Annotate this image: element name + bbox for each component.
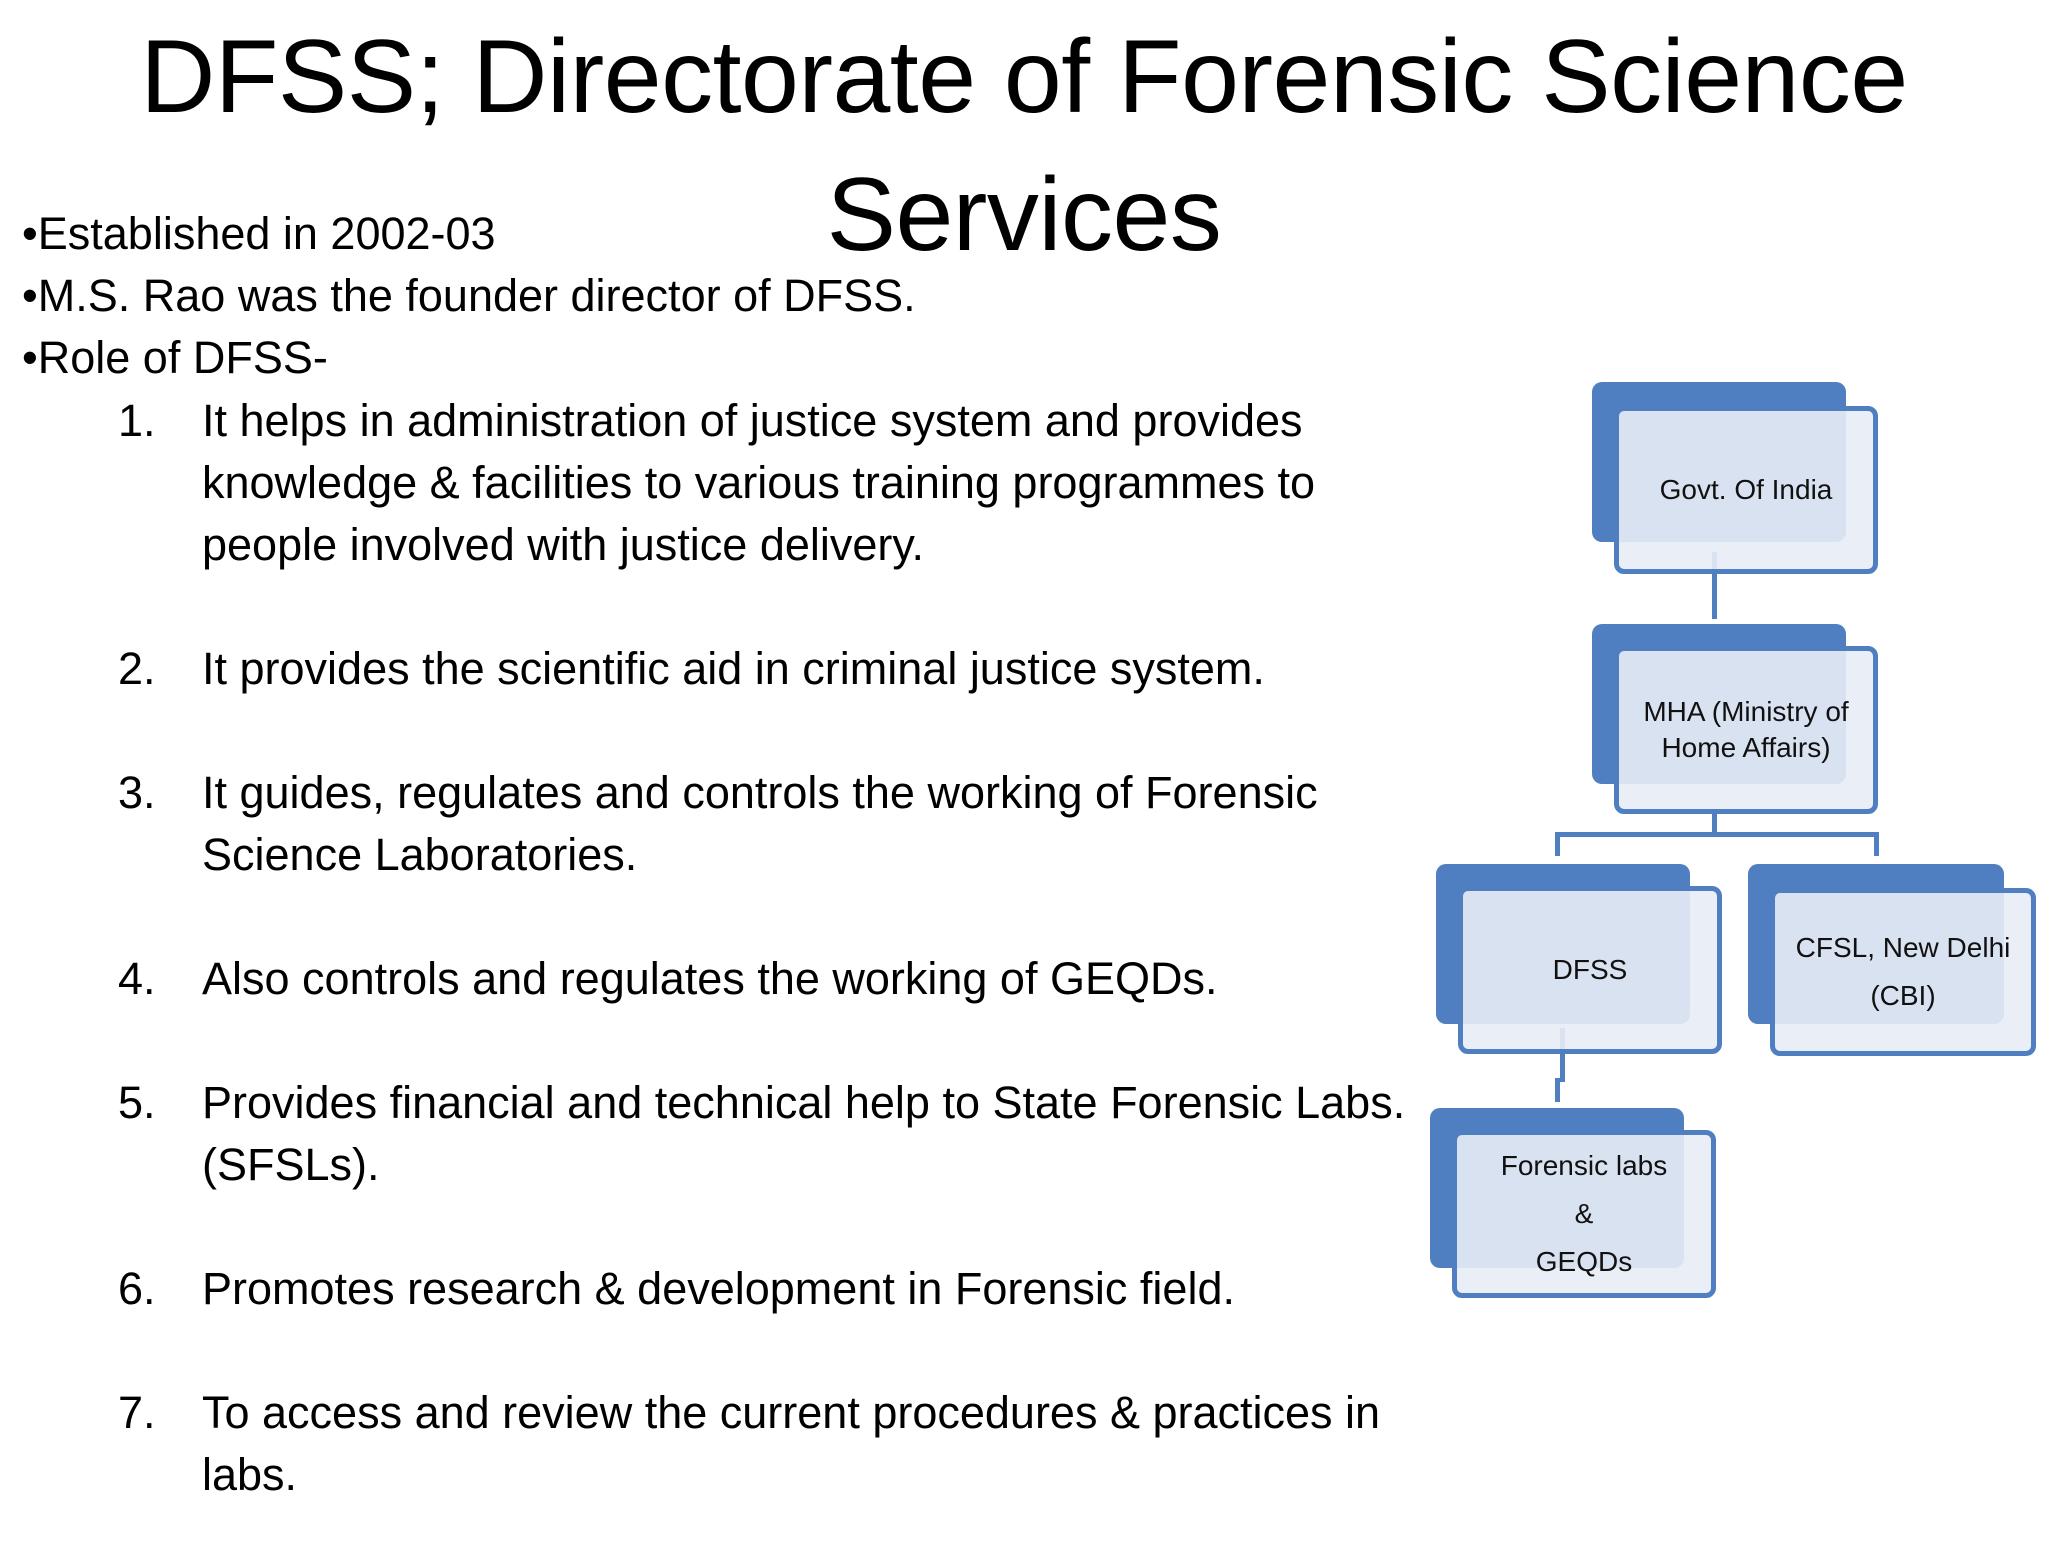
connector-govt-mha [1712,552,1717,619]
role-number: 4. [118,953,156,1004]
slide-title: DFSS; Directorate of Forensic Science Se… [140,19,1908,273]
role-item-1: 1. It helps in administration of justice … [118,390,1448,576]
role-item-3: 3. It guides, regulates and controls the … [118,762,1448,886]
role-number: 5. [118,1077,156,1128]
org-node-label: Forensic labs [1500,1150,1668,1181]
intro-bullets: •Established in 2002-03 •M.S. Rao was th… [22,203,1122,389]
role-number: 6. [118,1263,156,1314]
org-node-label: DFSS [1552,954,1628,985]
org-node-govt: Govt. Of India [1614,406,1878,574]
org-node-dfss: DFSS [1458,886,1722,1054]
bullet-established: •Established in 2002-03 [22,208,496,259]
connector-mha-down [1712,810,1717,832]
connector-horizontal [1555,832,1879,837]
org-node-label: GEQDs [1535,1246,1633,1277]
role-item-4: 4. Also controls and regulates the workin… [118,948,1448,1010]
role-item-5: 5. Provides financial and technical help … [118,1072,1448,1196]
org-node-label: Home Affairs) [1661,732,1831,763]
bullet-founder: •M.S. Rao was the founder director of DF… [22,270,916,321]
connector-to-cfsl [1874,832,1879,856]
role-number: 7. [118,1387,156,1438]
org-node-labs: Forensic labs & GEQDs [1452,1130,1716,1298]
role-item-2: 2. It provides the scientific aid in crim… [118,638,1448,700]
bullet-role: •Role of DFSS- [22,332,328,383]
role-text: To access and review the current procedu… [202,1387,1381,1500]
org-node-label: Govt. Of India [1659,474,1833,505]
role-number: 2. [118,643,156,694]
role-text: It guides, regulates and controls the wo… [202,767,1318,880]
connector-dfss-labs-lower [1555,1078,1560,1102]
role-text: Provides financial and technical help to… [202,1077,1406,1190]
org-node-label: & [1574,1198,1594,1229]
role-item-6: 6. Promotes research & development in For… [118,1258,1448,1320]
org-node-mha: MHA (Ministry of Home Affairs) [1614,646,1878,814]
org-node-label: CFSL, New Delhi [1795,932,2011,963]
connector-to-dfss [1555,832,1560,856]
role-item-7: 7. To access and review the current proce… [118,1382,1448,1506]
roles-list: 1. It helps in administration of justice … [118,390,1448,1568]
role-text: Also controls and regulates the working … [202,953,1218,1004]
org-chart: Govt. Of India MHA (Ministry of Home Aff… [1430,382,2036,1298]
role-text: Promotes research & development in Foren… [202,1263,1235,1314]
org-node-label: MHA (Ministry of [1643,696,1849,727]
org-node-cfsl: CFSL, New Delhi (CBI) [1770,888,2036,1056]
role-number: 1. [118,395,156,446]
role-text: It provides the scientific aid in crimin… [202,643,1265,694]
org-node-label: (CBI) [1870,980,1936,1011]
connector-dfss-labs-upper [1560,1028,1565,1082]
role-number: 3. [118,767,156,818]
role-text: It helps in administration of justice sy… [202,395,1316,570]
